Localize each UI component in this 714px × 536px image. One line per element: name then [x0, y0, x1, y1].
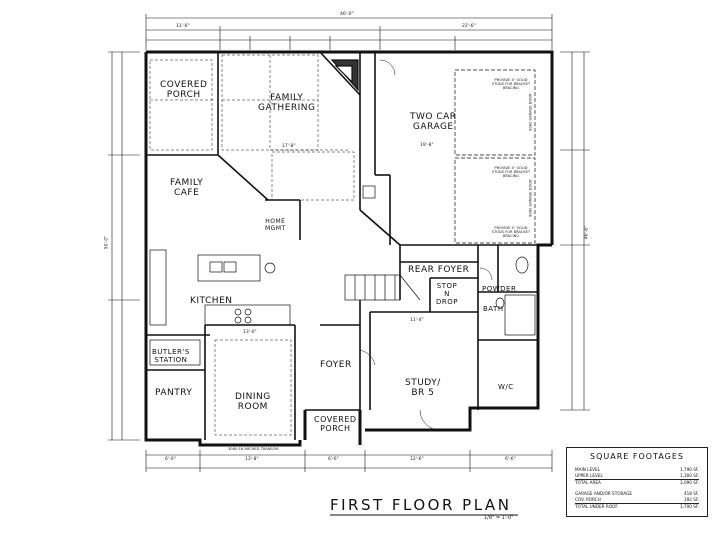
sqft-label: UPPER LEVEL — [575, 473, 603, 478]
dim-overall-width: 46'-0" — [340, 12, 354, 17]
garage-doors — [454, 69, 536, 244]
dim-bottom-1: 6'-0" — [165, 457, 176, 462]
garage-note-3: PROVIDE 4" SOLID STUDS FOR BRACKET BRACI… — [491, 226, 531, 239]
sqft-label: COV. PORCH — [575, 497, 601, 502]
room-kitchen: KITCHEN — [190, 296, 233, 306]
sqft-value: 418 SF. — [683, 491, 699, 496]
garage-door-label-2: 8080 GARAGE DOOR — [528, 179, 533, 217]
dim-bottom-4: 12'-6" — [410, 457, 424, 462]
sqft-row: UPPER LEVEL 1,300 SF. — [575, 473, 699, 479]
dim-top-left: 11'-6" — [176, 24, 190, 29]
sqft-row: MAIN LEVEL 1,790 SF. — [575, 467, 699, 473]
dim-bottom-3: 6'-6" — [328, 457, 339, 462]
room-dining: DINING ROOM — [235, 392, 271, 412]
room-rear-foyer: REAR FOYER — [408, 265, 470, 275]
dim-left-overall: 50'-0" — [104, 235, 110, 250]
sqft-value: 3,700 SF. — [679, 504, 699, 509]
sqft-value: 1,300 SF. — [679, 473, 699, 478]
garage-note-2: PROVIDE 4" SOLID STUDS FOR BRACKET BRACI… — [491, 166, 531, 179]
ceiling-beams — [149, 54, 355, 436]
kitchen-cabinets — [149, 249, 291, 366]
room-two-car-garage: TWO CAR GARAGE — [410, 112, 457, 132]
room-stop-n-drop: STOP N DROP — [436, 282, 458, 306]
room-home-mgmt: HOME MGMT — [265, 218, 286, 232]
dim-study-width: 11'-4" — [410, 318, 424, 323]
sqft-value: 1,790 SF. — [679, 467, 699, 472]
door-swings — [359, 59, 493, 431]
interior-walls — [146, 51, 552, 440]
dim-bottom-2: 13'-8" — [245, 457, 259, 462]
staircase — [344, 274, 421, 301]
room-family-cafe: FAMILY CAFE — [170, 178, 204, 198]
fireplace — [330, 59, 359, 92]
sqft-value: 3,090 SF. — [679, 480, 699, 485]
bottom-dimension-lines — [145, 450, 553, 472]
room-pantry: PANTRY — [155, 388, 193, 398]
garage-note-1: PROVIDE 4" SOLID STUDS FOR BRACKET BRACI… — [491, 78, 531, 91]
room-covered-porch-top: COVERED PORCH — [160, 80, 208, 100]
room-butlers-station: BUTLER'S STATION — [152, 348, 190, 364]
room-family-gathering: FAMILY GATHERING — [258, 93, 316, 113]
sqft-row: TOTAL AREA 3,090 SF. — [575, 479, 699, 486]
sqft-label: GARAGE AND/OR STORAGE — [575, 491, 632, 496]
plan-title: FIRST FLOOR PLAN — [330, 496, 512, 514]
sqft-row: GARAGE AND/OR STORAGE 418 SF. — [575, 491, 699, 497]
sqft-label: MAIN LEVEL — [575, 467, 600, 472]
dim-right-overall: 46'-6" — [584, 225, 590, 240]
room-covered-porch-front: COVERED PORCH — [314, 415, 357, 433]
bath-fixtures — [362, 185, 536, 336]
room-wic: W/C — [498, 383, 514, 391]
dining-header-note: 3060 SH ARCHED TRANSOM — [228, 447, 279, 451]
square-footage-heading: SQUARE FOOTAGES — [590, 452, 684, 461]
garage-door-label-1: 8080 GARAGE DOOR — [528, 93, 533, 131]
dim-garage-width: 19'-8" — [420, 143, 434, 148]
sqft-value: 192 SF. — [683, 497, 699, 502]
plan-scale: 1/8" = 1'-0" — [484, 515, 514, 521]
sqft-row: TOTAL UNDER ROOF 3,700 SF. — [575, 503, 699, 510]
room-powder: POWDER — [482, 285, 517, 293]
dim-dining-width: 13'-0" — [243, 330, 257, 335]
room-foyer: FOYER — [320, 360, 352, 370]
exterior-walls — [144, 50, 554, 447]
sqft-row: COV. PORCH 192 SF. — [575, 497, 699, 503]
square-footage-table: SQUARE FOOTAGES MAIN LEVEL 1,790 SF. UPP… — [566, 447, 708, 517]
title-underline — [330, 514, 518, 516]
room-study: STUDY/ BR 5 — [405, 378, 441, 398]
top-dimension-lines — [145, 14, 553, 50]
sqft-label: TOTAL UNDER ROOF — [575, 504, 618, 509]
dim-bottom-5: 6'-6" — [505, 457, 516, 462]
side-dimension-lines — [108, 51, 590, 441]
dim-gathering-width: 17'-8" — [282, 144, 296, 149]
dim-top-right: 22'-6" — [462, 24, 476, 29]
room-bath: BATH — [483, 305, 504, 313]
sqft-label: TOTAL AREA — [575, 480, 601, 485]
